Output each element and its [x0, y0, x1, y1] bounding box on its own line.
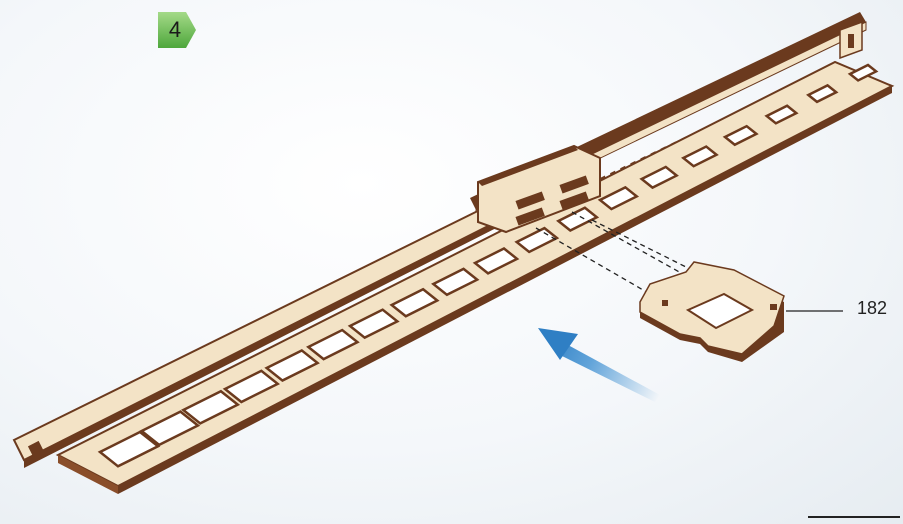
footer-rule [808, 516, 900, 518]
ladder-rail [14, 62, 892, 494]
part-182 [640, 262, 784, 362]
arrow-icon [538, 328, 660, 402]
part-number-label: 182 [857, 298, 887, 319]
step-number: 4 [158, 12, 192, 48]
